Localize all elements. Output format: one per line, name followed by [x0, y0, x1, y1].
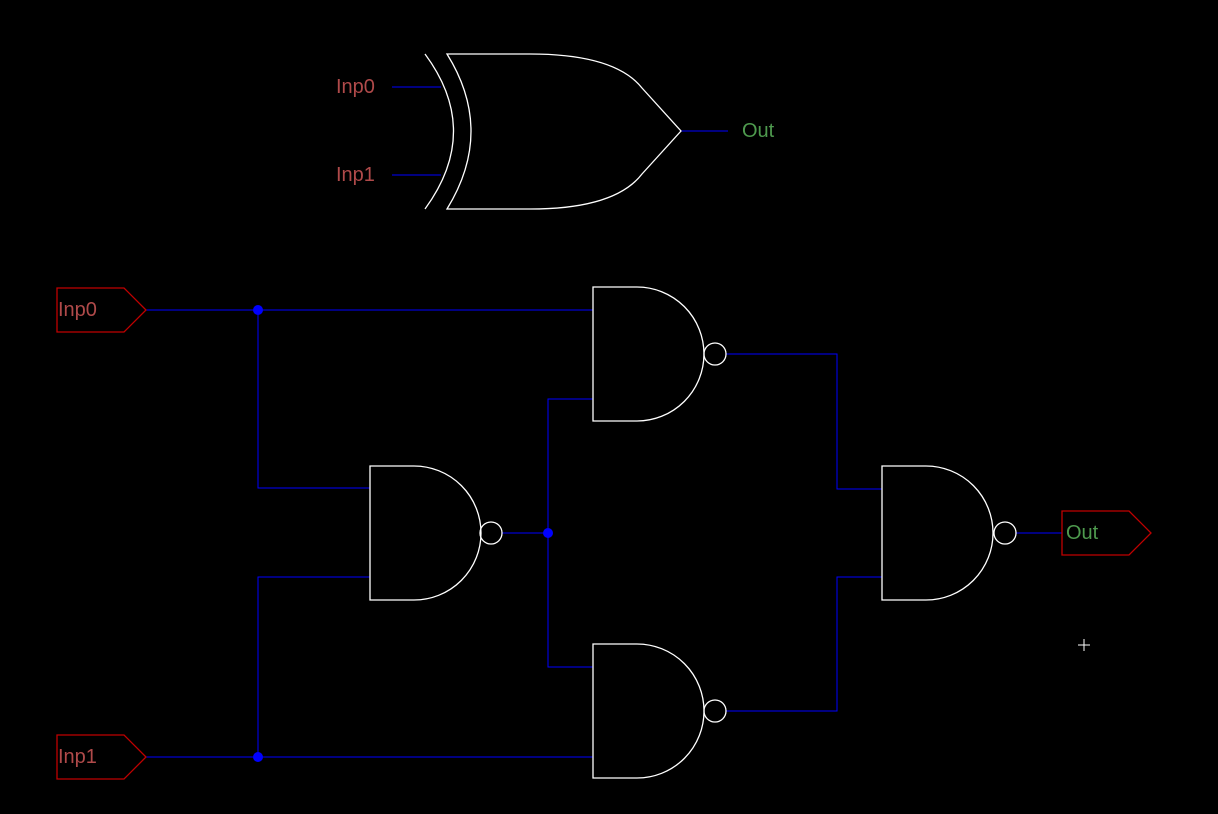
input-pin-shape: [56, 734, 147, 780]
xor-input-b-label: Inp1: [336, 164, 375, 186]
inversion-bubble: [703, 699, 727, 723]
junction-dot-inp0: [253, 305, 263, 315]
wire-g2-to-g4[interactable]: [726, 353, 882, 490]
nand-gate-g2[interactable]: [592, 286, 727, 422]
junction-dot-g1: [543, 528, 553, 538]
nand-gate-g1[interactable]: [369, 465, 503, 601]
inversion-bubble: [479, 521, 503, 545]
input-pin-inp1-label: Inp1: [58, 746, 97, 768]
crosshair-icon: [1078, 639, 1090, 651]
output-pin-out-label: Out: [1066, 522, 1099, 544]
xor-input-a-label: Inp0: [336, 76, 375, 98]
wires: [146, 309, 1062, 758]
nand-gate-body: [881, 465, 994, 601]
input-pin-inp1[interactable]: Inp1: [56, 734, 147, 780]
output-pin-out[interactable]: Out: [1061, 510, 1152, 556]
input-pin-shape: [56, 287, 147, 333]
nand-gate-body: [592, 286, 705, 422]
nand-gate-body: [592, 643, 705, 779]
nand-gate-g3[interactable]: [592, 643, 727, 779]
wire-inp1-to-g1[interactable]: [257, 576, 370, 757]
wire-g1-to-g2[interactable]: [547, 398, 593, 533]
output-pin-shape: [1061, 510, 1152, 556]
nand-gate-body: [369, 465, 482, 601]
xor-back-curve: [424, 53, 455, 210]
junctions: [253, 305, 553, 762]
xor-gate-body: [445, 53, 682, 210]
inversion-bubble: [993, 521, 1017, 545]
input-pin-inp0[interactable]: Inp0: [56, 287, 147, 333]
inversion-bubble: [703, 342, 727, 366]
junction-dot-inp1: [253, 752, 263, 762]
xor-symbol: Inp0 Inp1 Out: [336, 53, 775, 210]
nand-gate-g4[interactable]: [881, 465, 1017, 601]
wire-g1-to-g3[interactable]: [547, 533, 593, 668]
wire-g3-to-g4[interactable]: [726, 576, 882, 712]
wire-inp0-to-g1[interactable]: [257, 310, 370, 489]
xor-output-label: Out: [742, 120, 775, 142]
input-pin-inp0-label: Inp0: [58, 299, 97, 321]
